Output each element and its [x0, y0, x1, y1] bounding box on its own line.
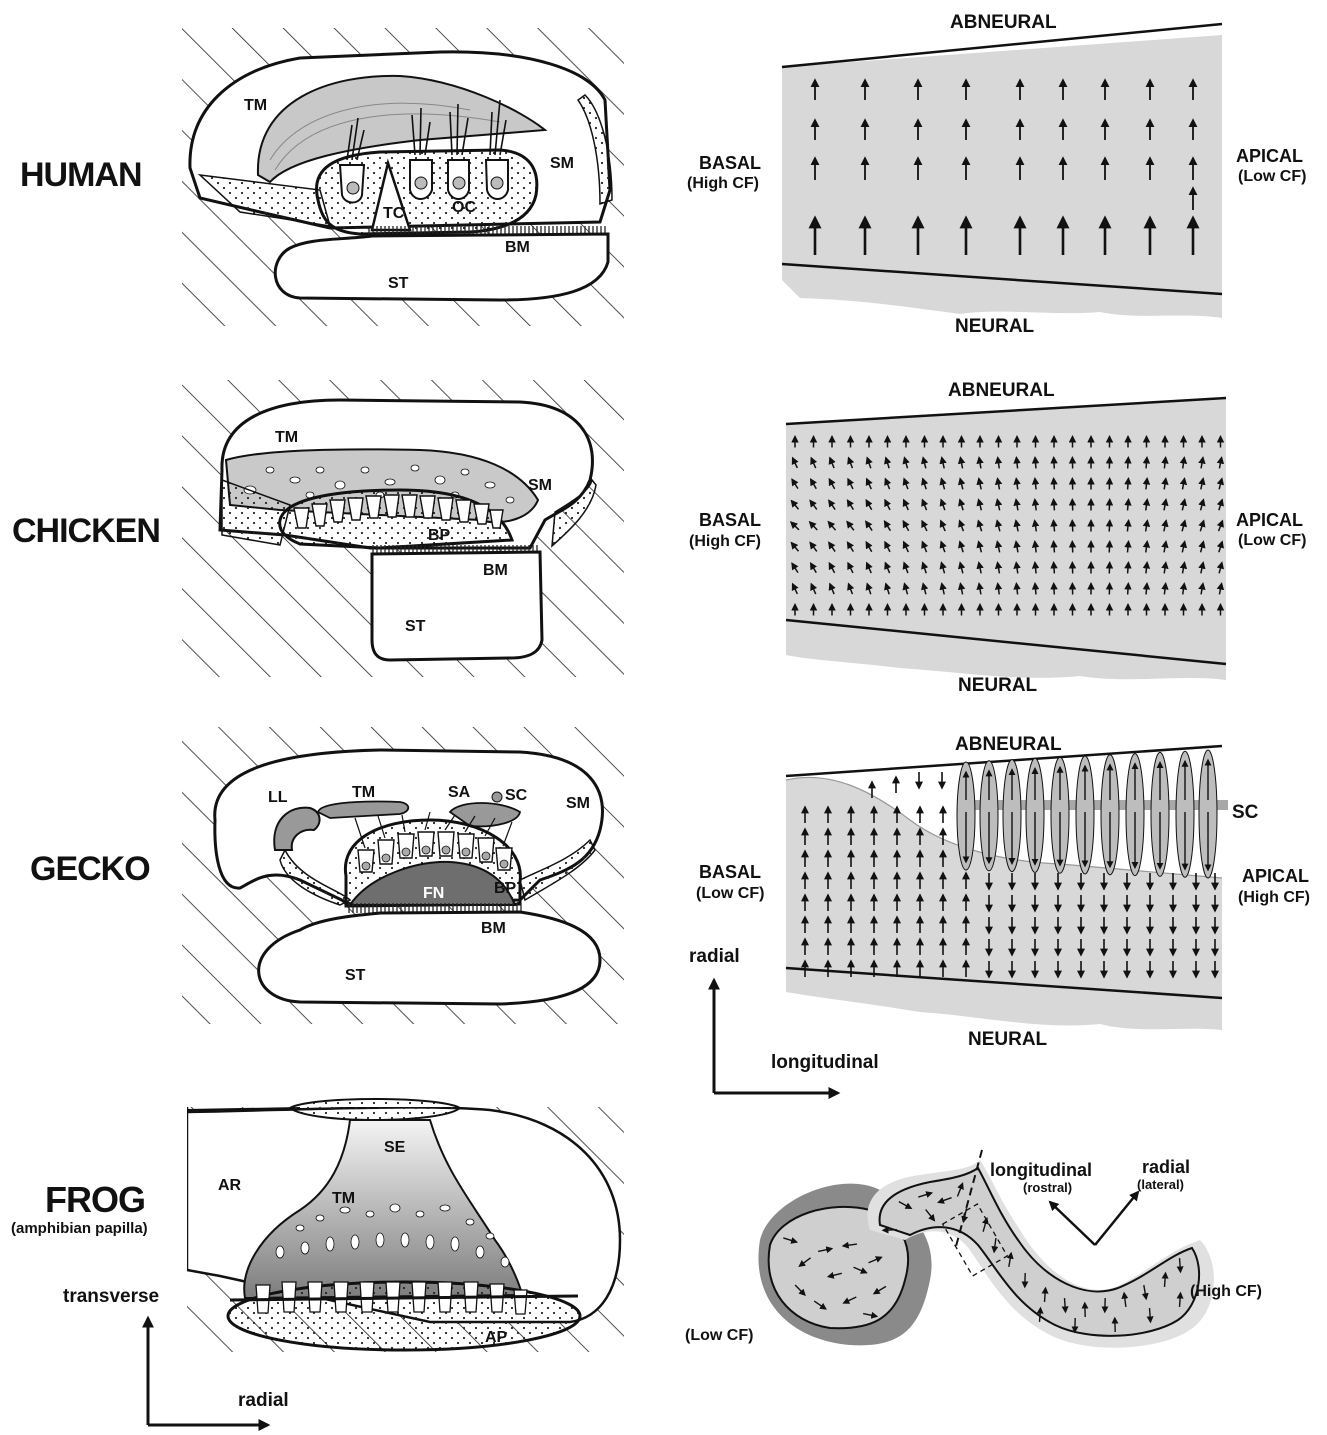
chicken-map-basal-cf: (High CF)	[689, 533, 761, 550]
species-label-human: HUMAN	[20, 156, 142, 194]
chicken-label-bp: BP	[428, 527, 451, 544]
frog-map-radial: radial	[1142, 1157, 1190, 1177]
gecko-map-basal-cf: (Low CF)	[696, 885, 764, 902]
gecko-label-bm: BM	[481, 920, 506, 937]
gecko-label-sa: SA	[448, 784, 471, 801]
hair-cell-arrow	[1054, 479, 1055, 490]
gecko-map-basal: BASAL	[699, 862, 761, 882]
frog-papilla-cross-section: SE AR TM AP	[187, 1082, 624, 1352]
hair-cell-arrow	[1035, 458, 1036, 469]
chicken-label-sm: SM	[528, 477, 552, 494]
human-cochlea-cross-section: TM SM TC OC BM ST	[182, 28, 624, 326]
gecko-map-neural: NEURAL	[968, 1029, 1048, 1050]
hair-cell-arrow	[1128, 542, 1129, 553]
hair-cell-arrow	[1180, 1258, 1181, 1272]
hair-cell-arrow	[883, 1230, 897, 1231]
frog-axis-radial: radial	[238, 1390, 289, 1411]
human-label-oc: OC	[452, 199, 476, 216]
gecko-label-sm: SM	[566, 795, 590, 812]
frog-map-lateral: (lateral)	[1137, 1177, 1184, 1192]
human-label-st: ST	[388, 275, 409, 292]
frog-map-high-cf: (High CF)	[1190, 1283, 1262, 1300]
species-label-chicken: CHICKEN	[12, 512, 160, 550]
chicken-label-bm: BM	[483, 562, 508, 579]
hair-cell-arrow	[1109, 521, 1110, 532]
map-axis-radial: radial	[689, 946, 740, 967]
chicken-map-apical: APICAL	[1236, 510, 1303, 530]
gecko-orientation-map: ABNEURAL NEURAL BASAL (Low CF) APICAL (H…	[696, 734, 1310, 1050]
map-axis-longitudinal: longitudinal	[771, 1052, 879, 1073]
frog-orientation-map: longitudinal (rostral) radial (lateral) …	[685, 1150, 1262, 1348]
human-label-tm: TM	[244, 97, 267, 114]
gecko-map-apical-cf: (High CF)	[1238, 889, 1310, 906]
hair-cell-arrow	[1035, 584, 1036, 595]
human-map-abneural: ABNEURAL	[950, 12, 1057, 33]
gecko-label-bp: BP	[494, 880, 517, 897]
gecko-label-sc: SC	[505, 787, 528, 804]
chicken-orientation-map: ABNEURAL NEURAL BASAL (High CF) APICAL (…	[689, 380, 1306, 696]
hair-cell-arrow	[1150, 1308, 1151, 1322]
hair-cell-arrow	[1054, 500, 1055, 511]
species-label-gecko: GECKO	[30, 850, 150, 888]
hair-cell-arrow	[1065, 1298, 1066, 1312]
gecko-label-tm: TM	[352, 784, 375, 801]
hair-cell-arrow	[1054, 458, 1055, 469]
chicken-map-neural: NEURAL	[958, 675, 1038, 696]
hair-cell-arrow	[1146, 458, 1147, 469]
human-map-basal: BASAL	[699, 153, 761, 173]
chicken-map-apical-cf: (Low CF)	[1238, 532, 1306, 549]
gecko-map-sc: SC	[1232, 802, 1259, 823]
human-orientation-map: ABNEURAL NEURAL BASAL (High CF) APICAL (…	[687, 12, 1306, 337]
human-map-basal-cf: (High CF)	[687, 175, 759, 192]
human-label-sm: SM	[550, 155, 574, 172]
frog-label-ar: AR	[218, 1177, 242, 1194]
hair-cell-arrow	[1146, 584, 1147, 595]
hair-cell-arrow	[1109, 542, 1110, 553]
hair-cell-arrow	[1128, 584, 1129, 595]
gecko-label-ll: LL	[268, 789, 288, 806]
chicken-label-st: ST	[405, 618, 426, 635]
hair-cell-arrow	[1053, 521, 1054, 532]
gecko-label-st: ST	[345, 967, 366, 984]
human-map-apical: APICAL	[1236, 146, 1303, 166]
frog-map-low-cf: (Low CF)	[685, 1327, 753, 1344]
hair-cell-arrow	[1128, 479, 1129, 490]
hair-cell-arrow	[1040, 1308, 1041, 1322]
human-label-tc: TC	[383, 205, 405, 222]
gecko-map-apical: APICAL	[1242, 866, 1309, 886]
chicken-map-abneural: ABNEURAL	[948, 380, 1055, 401]
hair-cell-arrow	[1165, 1273, 1166, 1287]
frog-axis-transverse: transverse	[63, 1286, 159, 1307]
gecko-cochlea-cross-section: LL TM SA SC SM FN BP BM ST	[182, 727, 624, 1024]
hair-cell-arrow	[1054, 542, 1055, 553]
hair-cell-arrow	[1072, 521, 1073, 532]
chicken-cochlea-cross-section: TM SM BP BM ST	[182, 380, 624, 677]
gecko-label-fn: FN	[423, 885, 444, 902]
frog-label-ap: AP	[485, 1329, 508, 1346]
chicken-map-basal: BASAL	[699, 510, 761, 530]
hair-cell-arrow	[1180, 1293, 1181, 1307]
hair-cell-arrow	[1128, 563, 1129, 574]
hair-cell-arrow	[1054, 584, 1055, 595]
gecko-map-abneural: ABNEURAL	[955, 734, 1062, 755]
human-label-bm: BM	[505, 239, 530, 256]
chicken-label-tm: TM	[275, 429, 298, 446]
hair-cell-arrow	[1128, 500, 1129, 511]
species-label-frog: FROG	[45, 1179, 145, 1220]
hair-cell-arrow	[1054, 563, 1055, 574]
hair-cell-arrow	[1109, 500, 1110, 511]
human-map-apical-cf: (Low CF)	[1238, 168, 1306, 185]
frog-map-rostral: (rostral)	[1023, 1180, 1072, 1195]
human-map-neural: NEURAL	[955, 316, 1035, 337]
hair-cell-arrow	[1128, 458, 1129, 469]
species-sublabel-frog: (amphibian papilla)	[11, 1220, 148, 1237]
hair-cell-arrow	[1045, 1288, 1046, 1302]
frog-label-se: SE	[384, 1139, 406, 1156]
frog-label-tm: TM	[332, 1190, 355, 1207]
frog-map-longitudinal: longitudinal	[990, 1160, 1092, 1180]
